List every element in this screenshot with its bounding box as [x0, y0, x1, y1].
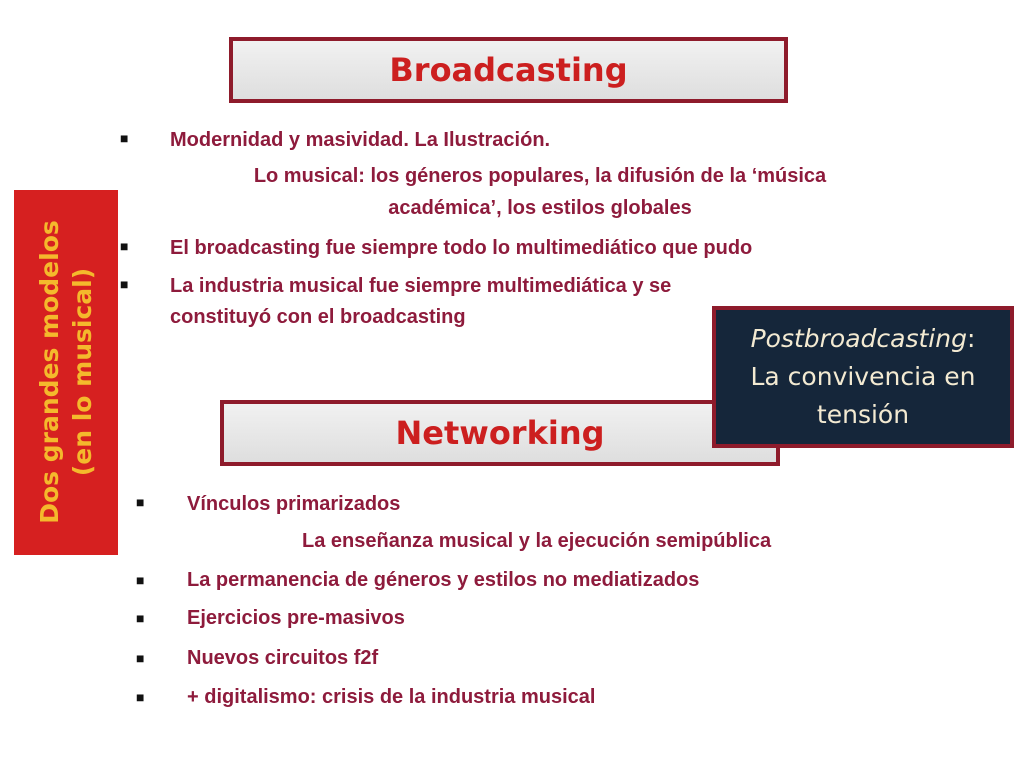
bullet-icon: ■	[120, 276, 129, 292]
postbroadcasting-title: Postbroadcasting	[750, 324, 967, 353]
broadcasting-item-3-line-2: constituyó con el broadcasting	[170, 306, 466, 328]
bullet-icon: ■	[136, 610, 145, 626]
networking-subitem-1: La enseñanza musical y la ejecución semi…	[302, 530, 772, 552]
bullet-icon: ■	[136, 689, 145, 705]
postbroadcasting-line-1: Postbroadcasting:	[716, 320, 1010, 358]
broadcasting-item-2: El broadcasting fue siempre todo lo mult…	[170, 237, 753, 259]
bullet-icon: ■	[120, 238, 129, 254]
networking-title: Networking	[395, 414, 605, 452]
networking-item-1: Vínculos primarizados	[187, 493, 401, 515]
side-banner-line-1: Dos grandes modelos	[35, 220, 64, 524]
broadcasting-subitem-line-1: Lo musical: los géneros populares, la di…	[253, 165, 827, 187]
networking-item-3: Ejercicios pre-masivos	[187, 607, 405, 629]
side-banner-text: Dos grandes modelos (en lo musical)	[33, 192, 99, 552]
broadcasting-item-3-line-1: La industria musical fue siempre multime…	[170, 275, 672, 297]
networking-title-box: Networking	[220, 400, 780, 466]
postbroadcasting-box: Postbroadcasting: La convivencia en tens…	[712, 306, 1014, 448]
postbroadcasting-line-3: tensión	[816, 400, 910, 429]
bullet-icon: ■	[136, 572, 145, 588]
broadcasting-item-1: Modernidad y masividad. La Ilustración.	[170, 129, 551, 151]
bullet-icon: ■	[136, 494, 145, 510]
broadcasting-subitem-line-2: académica’, los estilos globales	[388, 197, 692, 219]
side-banner-line-2: (en lo musical)	[68, 267, 97, 477]
broadcasting-title-box: Broadcasting	[229, 37, 788, 103]
networking-item-5: + digitalismo: crisis de la industria mu…	[187, 686, 596, 708]
side-banner: Dos grandes modelos (en lo musical)	[14, 190, 118, 555]
bullet-icon: ■	[120, 130, 129, 146]
postbroadcasting-line-2: La convivencia en	[750, 362, 976, 391]
broadcasting-title: Broadcasting	[389, 51, 628, 89]
networking-item-2: La permanencia de géneros y estilos no m…	[187, 569, 700, 591]
postbroadcasting-colon: :	[966, 324, 976, 353]
networking-item-4: Nuevos circuitos f2f	[187, 647, 379, 669]
bullet-icon: ■	[136, 650, 145, 666]
